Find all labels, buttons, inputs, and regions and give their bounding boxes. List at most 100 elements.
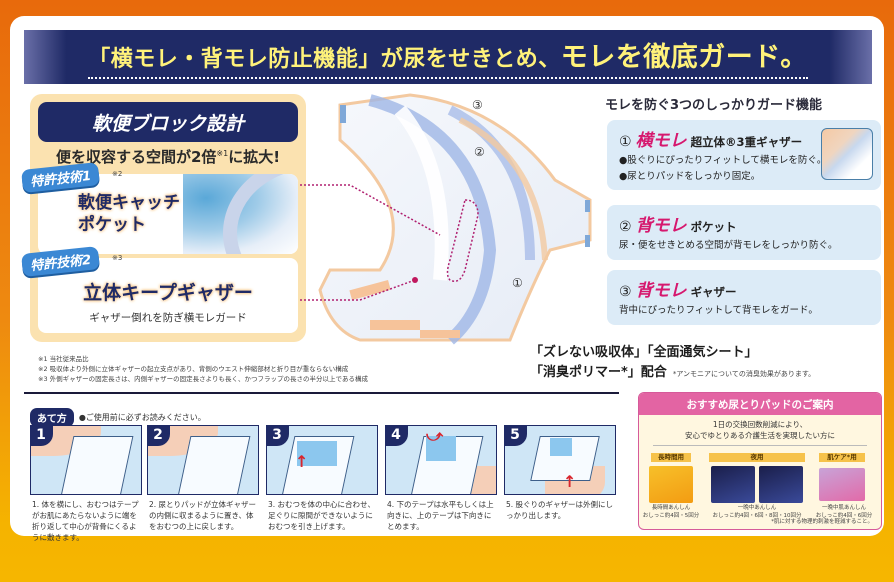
category-skin-care: 肌ケア*用: [819, 453, 865, 462]
howto-step-2: 2 2. 尿とりパッドが立体ギャザーの内側に収まるように置き、体をおむつの上に戻…: [147, 425, 259, 532]
product-name-skin-care: 一晩中肌あんしん: [821, 505, 866, 511]
callout-2: ②: [474, 145, 485, 159]
diaper-drawing: [300, 93, 592, 345]
howto-step-5: ↑ 5 5. 股ぐりのギャザーは外側にしっかり出します。: [504, 425, 616, 521]
function-card-1: ① 横モレ 超立体®3重ギャザー ●股ぐりにぴったりフィットして横モレを防ぐ。 …: [607, 120, 881, 190]
function-3-key: 背モレ: [635, 281, 687, 301]
product-capacity-skin-care: おしっこ約4回・6回分: [815, 513, 873, 519]
patent-tech-2-card: 特許技術2 ※3 立体キープギャザー ギャザー倒れを防ぎ横モレガード: [21, 246, 298, 333]
callout-3: ③: [472, 98, 483, 112]
step-1-illustration: 1: [30, 425, 142, 495]
function-1-line-1: ●股ぐりにぴったりフィットして横モレを防ぐ。: [619, 155, 827, 166]
patent-tech-2-badge: 特許技術2: [21, 246, 101, 277]
howto-step-1: 1 1. 体を横にし、おむつはテープがお肌にあたらないように端を折り返して中心が…: [30, 425, 142, 543]
step-5-text: 5. 股ぐりのギャザーは外側にしっかり出します。: [506, 500, 614, 520]
step-5-number: 5: [505, 426, 527, 446]
function-2-sub: ポケット: [690, 220, 737, 234]
step-2-number: 2: [148, 426, 170, 446]
section-divider: [24, 392, 619, 394]
footnote-2: ※2 吸収体より外側に立体ギャザーの起立支点があり、背側のウエスト伸縮部材と折り…: [38, 365, 349, 373]
feature-box-title: 軟便ブロック設計: [38, 102, 298, 142]
howto-note: ●ご使用前に必ずお読みください。: [78, 413, 206, 422]
recommended-pads-box: おすすめ尿とりパッドのご案内 1日の交換回数削減により、 安心でゆとりある介護生…: [638, 392, 882, 530]
product-label-skin-care: 一晩中肌あんしん おしっこ約4回・6回分: [811, 504, 877, 520]
patent-tech-2-note: ※3: [112, 254, 123, 262]
product-package-night-2: [759, 466, 803, 503]
headline-text: 「横モレ・背モレ防止機能」が尿をせきとめ、モレを徹底ガード。: [88, 35, 808, 79]
recommended-divider: [653, 445, 867, 446]
function-2-header: ② 背モレ ポケット: [619, 211, 737, 236]
product-capacity-night: おしっこ約4回・6回・8回・10回分: [712, 513, 802, 519]
subtitle-pre: 便を収容する空間が2倍: [55, 148, 217, 166]
howto-badge: あて方: [30, 408, 74, 427]
product-name-night: 一晩中あんしん: [737, 505, 777, 511]
headline-part2: モレを徹底ガード。: [560, 42, 808, 73]
tech1-name-line1: 軟便キャッチ: [78, 193, 180, 213]
step-5-illustration: ↑ 5: [504, 425, 616, 495]
howto-step-3: ↑ 3 3. おむつを体の中心に合わせ、足ぐりに隙間ができないようにおむつを引き…: [266, 425, 378, 532]
pocket-closeup-photo: [183, 174, 298, 254]
features-blurb: 「ズレない吸収体」「全面通気シート」 「消臭ポリマー*」配合*アンモニアについて…: [530, 343, 815, 384]
step-2-text: 2. 尿とりパッドが立体ギャザーの内側に収まるように置き、体をおむつの上に戻しま…: [149, 500, 257, 531]
product-package-long-hours: [649, 466, 693, 503]
headline-banner: 「横モレ・背モレ防止機能」が尿をせきとめ、モレを徹底ガード。: [24, 30, 872, 84]
patent-tech-1-name: 軟便キャッチ ポケット: [78, 192, 180, 236]
subtitle-note: ※1: [216, 149, 229, 158]
function-card-2: ② 背モレ ポケット 尿・便をせきとめる空間が背モレをしっかり防ぐ。: [607, 205, 881, 260]
blurb-line-2: 「消臭ポリマー*」配合: [530, 365, 667, 380]
functions-title: モレを防ぐ3つのしっかりガード機能: [605, 98, 823, 113]
step-2-illustration: 2: [147, 425, 259, 495]
headline-part1: 「横モレ・背モレ防止機能」が尿をせきとめ、: [88, 47, 561, 72]
product-name-long-hours: 長時間あんしん: [651, 505, 691, 511]
footnote-3: ※3 外側ギャザーの固定長さは、内側ギャザーの固定長さよりも長く、かつフラップの…: [38, 375, 368, 383]
step-1-text: 1. 体を横にし、おむつはテープがお肌にあたらないように端を折り返して中心が背骨…: [32, 500, 139, 542]
feature-box-subtitle: 便を収容する空間が2倍※1に拡大!: [30, 146, 306, 167]
function-2-number: ②: [619, 219, 632, 235]
diaper-illustration: ③ ② ①: [300, 90, 600, 350]
function-1-header: ① 横モレ 超立体®3重ギャザー: [619, 126, 802, 151]
patent-tech-1-card: 特許技術1 ※2 軟便キャッチ ポケット: [21, 162, 298, 254]
patent-tech-2-name: 立体キープギャザー: [83, 282, 253, 304]
curved-arrow-icon: ⤻: [426, 426, 444, 445]
function-3-header: ③ 背モレ ギャザー: [619, 276, 737, 301]
blurb-line-1: 「ズレない吸収体」「全面通気シート」: [530, 345, 758, 360]
product-label-night: 一晩中あんしん おしっこ約4回・6回・8回・10回分: [703, 504, 811, 520]
step-4-number: 4: [386, 426, 408, 446]
footnotes: ※1 当社従来品比 ※2 吸収体より外側に立体ギャザーの起立支点があり、背側のウ…: [38, 354, 368, 384]
step-1-number: 1: [31, 426, 53, 446]
subtitle-post: に拡大!: [228, 148, 281, 166]
category-long-hours: 長時間用: [651, 453, 691, 462]
recommended-intro: 1日の交換回数削減により、 安心でゆとりある介護生活を実現したい方に: [639, 419, 881, 441]
product-capacity-long-hours: おしっこ約4回・5回分: [642, 513, 700, 519]
patent-tech-1-note: ※2: [112, 170, 123, 178]
recommended-footnote: *肌に対する物理的刺激を軽減すること。: [771, 519, 873, 525]
patent-tech-2-description: ギャザー倒れを防ぎ横モレガード: [89, 312, 247, 324]
function-2-key: 背モレ: [635, 216, 687, 236]
function-card-3: ③ 背モレ ギャザー 背中にぴったりフィットして背モレをガード。: [607, 270, 881, 325]
callout-1: ①: [512, 276, 523, 290]
intro-line-1: 1日の交換回数削減により、: [712, 420, 808, 429]
tech1-name-line2: ポケット: [78, 215, 146, 235]
function-3-sub: ギャザー: [690, 285, 737, 299]
function-3-line-1: 背中にぴったりフィットして背モレをガード。: [619, 305, 818, 316]
step-3-illustration: ↑ 3: [266, 425, 378, 495]
function-1-number: ①: [619, 134, 632, 150]
category-night: 夜用: [709, 453, 805, 462]
function-1-key: 横モレ: [635, 131, 687, 151]
recommended-pads-title: おすすめ尿とりパッドのご案内: [639, 393, 881, 415]
product-label-long-hours: 長時間あんしん おしっこ約4回・5回分: [639, 504, 703, 520]
gather-closeup-thumbnail: [821, 128, 873, 180]
function-2-line-1: 尿・便をせきとめる空間が背モレをしっかり防ぐ。: [619, 240, 838, 251]
howto-header: あて方 ●ご使用前に必ずお読みください。: [30, 408, 206, 427]
step-4-text: 4. 下のテープは水平もしくは上向きに、上のテープは下向きにとめます。: [387, 500, 494, 531]
intro-line-2: 安心でゆとりある介護生活を実現したい方に: [685, 431, 835, 440]
function-3-number: ③: [619, 284, 632, 300]
product-package-skin-care: [819, 468, 865, 501]
soft-stool-block-box: 軟便ブロック設計 便を収容する空間が2倍※1に拡大! 特許技術1 ※2 軟便キャ…: [21, 94, 306, 342]
step-3-text: 3. おむつを体の中心に合わせ、足ぐりに隙間ができないようにおむつを引き上げます…: [268, 500, 376, 531]
up-arrow-icon: ↑: [295, 452, 309, 471]
product-package-night-1: [711, 466, 755, 503]
footnote-1: ※1 当社従来品比: [38, 355, 89, 363]
function-1-sub: 超立体®3重ギャザー: [690, 135, 803, 149]
function-1-line-2: ●尿とりパッドをしっかり固定。: [619, 171, 761, 182]
